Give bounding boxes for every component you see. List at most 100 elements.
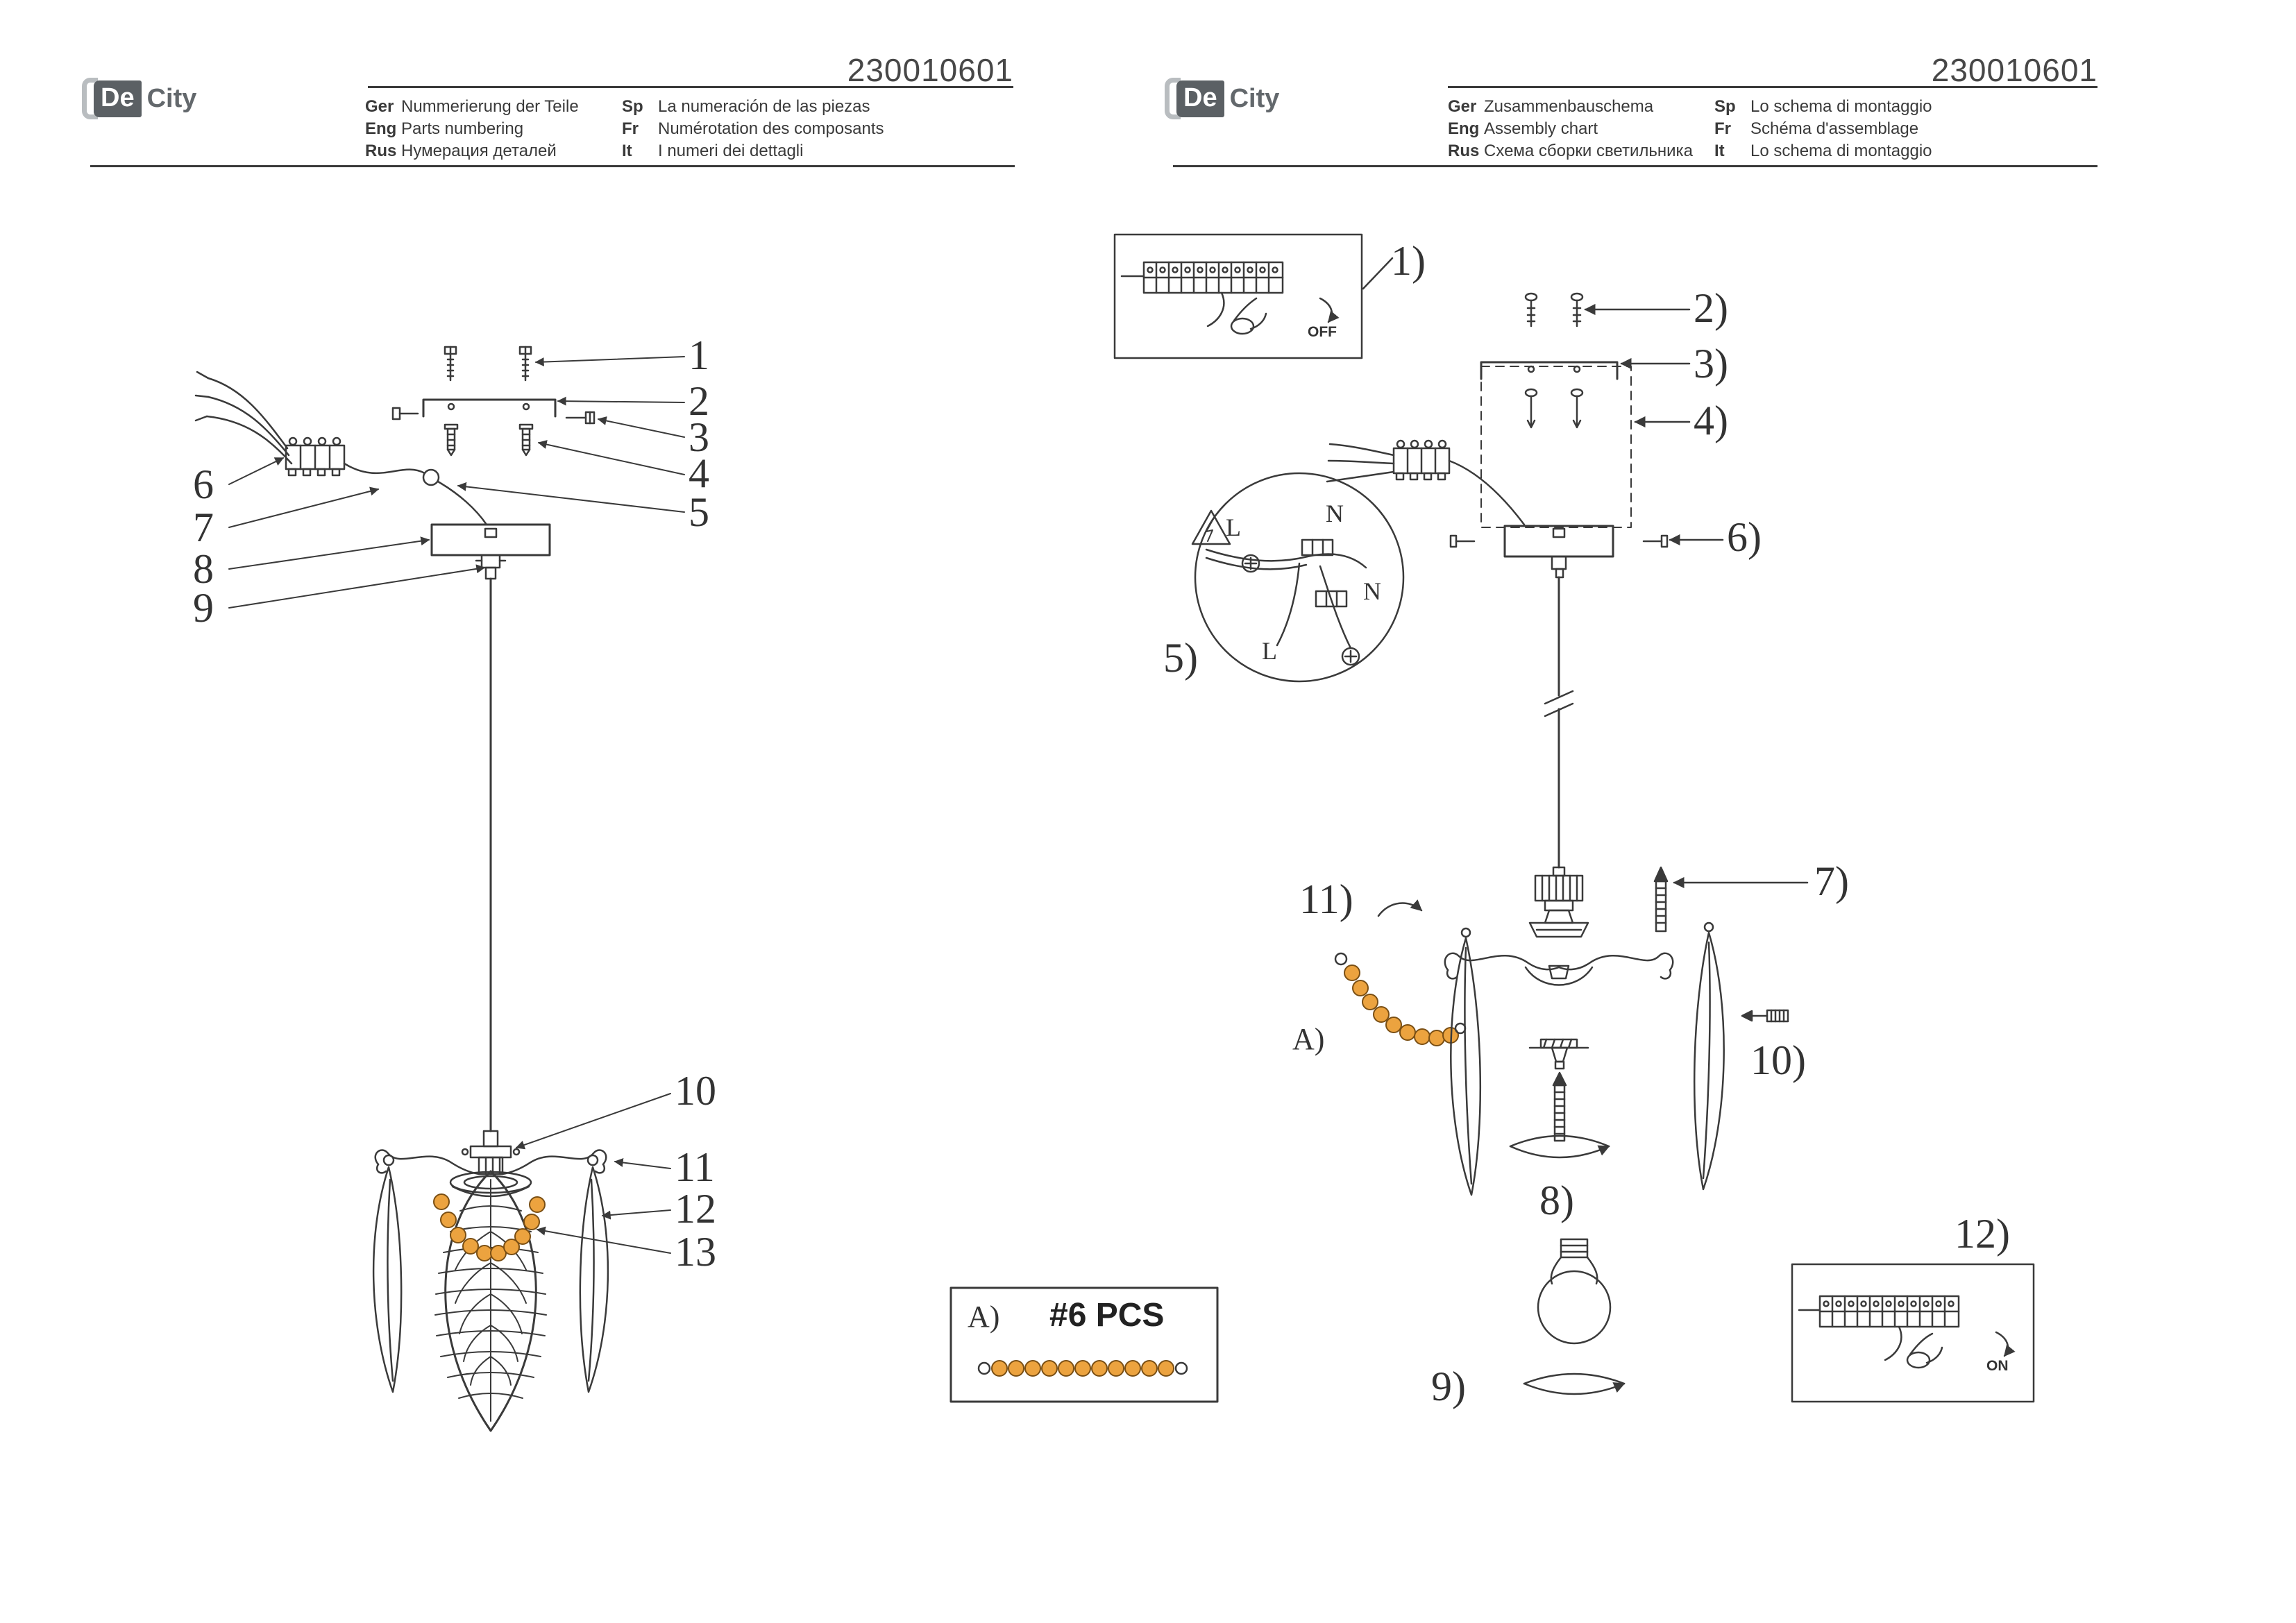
step-2: 2)	[1694, 285, 1728, 331]
leaf-shade-part12	[434, 1170, 547, 1432]
hook-wire-part5-7	[343, 462, 488, 526]
right-decor-arms	[1444, 952, 1674, 986]
wire-label-n-top: N	[1326, 500, 1344, 527]
step-5: 5)	[1163, 635, 1198, 681]
right-canopy	[1449, 525, 1724, 579]
lang-code: Rus	[1448, 142, 1480, 160]
step-6: 6)	[1727, 514, 1762, 560]
header-rule-bottom	[1173, 165, 2097, 167]
lang-text: Схема сборки светильника	[1484, 142, 1693, 160]
callout-8: 8	[193, 546, 214, 592]
header-rule-top	[1448, 86, 2097, 88]
lang-text: Numérotation des composants	[658, 119, 884, 138]
left-leader-lines	[228, 356, 685, 1254]
lang-text: Parts numbering	[401, 119, 524, 138]
lang-code: Fr	[622, 119, 639, 138]
lang-code: Sp	[622, 97, 643, 116]
wire-label-n-right: N	[1363, 577, 1381, 605]
inset-step12	[1791, 1263, 2035, 1403]
screws-part1	[444, 346, 532, 382]
logo-text: City	[146, 83, 197, 113]
rotate-arrow-step11	[1377, 899, 1423, 917]
step-12: 12)	[1955, 1211, 2010, 1257]
logo-bracket-icon	[1165, 78, 1181, 119]
callout-4: 4	[689, 450, 709, 496]
switch-on-label: ON	[1986, 1358, 2009, 1374]
callout-1: 1	[689, 332, 709, 378]
pointing-hand-icon	[1906, 1332, 1943, 1369]
lang-code: Ger	[1448, 97, 1477, 116]
lang-text: Нумерация деталей	[401, 142, 557, 160]
step-8: 8)	[1539, 1178, 1574, 1223]
callout-2: 2	[689, 378, 709, 424]
pointing-hand-icon	[1230, 297, 1267, 335]
step-11: 11)	[1299, 876, 1353, 922]
parts-box-quantity: #6 PCS	[1049, 1297, 1165, 1334]
step-3: 3)	[1694, 341, 1728, 386]
step-4: 4)	[1694, 398, 1728, 443]
header-rule-top	[368, 86, 1013, 88]
logo-text: City	[1229, 83, 1280, 113]
document-number: 230010601	[847, 52, 1013, 88]
callout-3: 3	[689, 414, 709, 460]
right-cord	[1544, 576, 1574, 869]
inset-step1	[1113, 233, 1394, 359]
step-10: 10)	[1750, 1037, 1806, 1083]
lang-text: Assembly chart	[1484, 119, 1598, 138]
wire-label-l-bottom: L	[1262, 637, 1277, 665]
beads-part13	[433, 1193, 546, 1261]
callout-10: 10	[675, 1068, 716, 1114]
lang-text: Zusammenbauschema	[1484, 97, 1654, 116]
brand-logo: De City	[82, 78, 196, 119]
logo-block: De	[1176, 80, 1224, 117]
terminal-block-part6	[194, 371, 346, 477]
screws-step2	[1524, 292, 1691, 328]
lang-code: Sp	[1714, 97, 1736, 116]
lang-text: Lo schema di montaggio	[1750, 97, 1932, 116]
lang-code: Eng	[1448, 119, 1480, 138]
logo-bracket-icon	[82, 78, 98, 119]
header-rule-bottom	[90, 165, 1015, 167]
right-diagram	[949, 233, 2035, 1403]
step-a-label: A)	[1292, 1022, 1325, 1056]
lang-text: Lo schema di montaggio	[1750, 142, 1932, 160]
shade-collar	[1528, 1038, 1589, 1070]
lang-code: Fr	[1714, 119, 1731, 138]
document-number: 230010601	[1931, 52, 2097, 88]
left-diagram	[194, 346, 685, 1432]
lang-text: I numeri dei dettagli	[658, 142, 804, 160]
wire-label-l-top: L	[1226, 513, 1241, 541]
callout-6: 6	[193, 461, 214, 507]
beads-parts-box	[949, 1286, 1219, 1403]
wiring-inset-step5	[1191, 472, 1405, 683]
logo-block: De	[94, 80, 142, 117]
bracket-step3	[1480, 357, 1691, 380]
lamp-holder-part10	[461, 1130, 521, 1175]
switch-off-label: OFF	[1308, 324, 1337, 340]
brand-logo: De City	[1165, 78, 1279, 119]
right-terminal-block	[1326, 439, 1526, 526]
dashed-region-step4	[1480, 366, 1691, 528]
rod-rotation-step8	[1509, 1071, 1610, 1159]
mounting-bar-part2	[422, 398, 557, 418]
anchors-part4	[444, 423, 534, 457]
socket-assembly	[1528, 866, 1589, 938]
step-9: 9)	[1431, 1363, 1466, 1409]
language-table-left-col2: Sp La numeración de las piezas Fr Numérota…	[622, 96, 884, 162]
lang-text: Nummerierung der Teile	[401, 97, 579, 116]
callout-12: 12	[675, 1186, 716, 1232]
callout-11: 11	[675, 1144, 715, 1190]
canopy-part8	[430, 523, 551, 580]
side-leaves	[372, 1166, 609, 1393]
lang-code: Eng	[365, 119, 397, 138]
lang-text: La numeración de las piezas	[658, 97, 870, 116]
threaded-rod-step7	[1653, 866, 1809, 933]
parts-box-label: A)	[968, 1300, 1000, 1334]
lang-code: It	[622, 142, 632, 160]
callout-9: 9	[193, 585, 214, 631]
